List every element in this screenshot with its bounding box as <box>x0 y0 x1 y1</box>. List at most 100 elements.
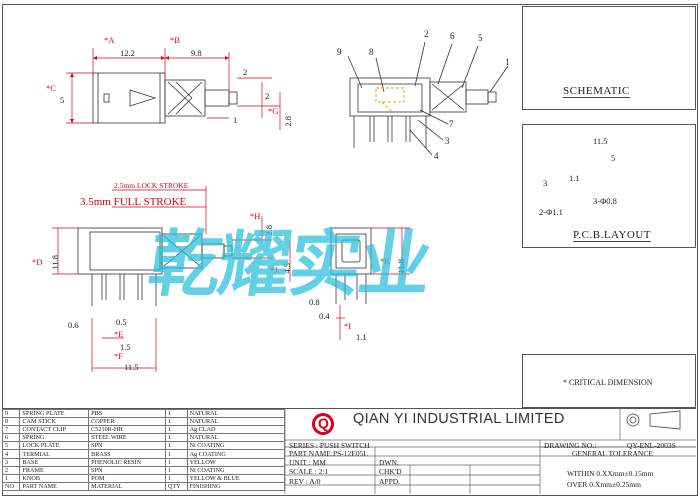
critical-note: * CRITICAL DIMENSION <box>563 378 653 387</box>
drawing-frame <box>2 4 698 496</box>
parts-cell-name: LOCK PLATE <box>19 441 90 451</box>
schematic-title: SCHEMATIC <box>563 85 630 98</box>
parts-cell-finish: YELLOW & BLUE <box>186 473 286 483</box>
parts-cell-qty: 1 <box>165 433 188 443</box>
parts-cell-material: MATERIAL <box>88 481 167 491</box>
dim-value: 2 <box>243 67 248 77</box>
tolerance-title: GENERAL TOLERANCE <box>572 449 653 458</box>
dwn-label: DWN. <box>379 458 399 467</box>
dim-value: 1.5 <box>120 342 131 352</box>
series: SERIES : PUSH SWITCH <box>289 441 370 450</box>
parts-cell-name: CAM STICK <box>19 417 90 427</box>
rev: REV : A/0 <box>289 477 321 486</box>
full-stroke-label: 3.5mm FULL STROKE <box>80 196 187 208</box>
parts-cell-finish: Ni COATING <box>186 441 286 451</box>
parts-cell-no: 1 <box>1 473 21 483</box>
dim-label: *G <box>268 106 279 116</box>
parts-cell-material: C5210R-HH <box>88 425 167 435</box>
dim-label: *I <box>344 321 352 331</box>
callout: 8 <box>369 47 374 57</box>
parts-cell-no: 5 <box>1 441 21 451</box>
tolerance-within: WITHIN 0.XXmm±0.15mm <box>567 469 654 478</box>
dim-value: 12.2 <box>120 48 135 58</box>
parts-cell-material: PBS <box>88 408 167 419</box>
chkd-label: CHK'D <box>379 467 402 476</box>
appd-label: APPD. <box>379 477 401 486</box>
schematic-panel: SCHEMATIC <box>522 6 696 110</box>
pcb-layout-title: P.C.B.LAYOUT <box>573 229 652 242</box>
critical-panel: * CRITICAL DIMENSION <box>522 354 696 408</box>
parts-cell-qty: 1 <box>165 408 188 419</box>
parts-cell-material: COPPER <box>88 417 167 427</box>
pcb-dim: 5 <box>611 153 616 163</box>
callout: 5 <box>478 33 483 43</box>
parts-cell-qty: 1 <box>165 425 188 435</box>
unit: UNIT : MM <box>289 458 326 467</box>
parts-cell-material: POM <box>88 473 167 483</box>
parts-cell-no: 7 <box>1 425 21 435</box>
dim-label: *E <box>114 329 124 339</box>
parts-cell-no: 3 <box>1 457 21 467</box>
callout: 9 <box>337 47 342 57</box>
parts-cell-finish: NATURAL <box>186 417 286 427</box>
pcb-dim: 3-Φ0.8 <box>593 196 617 206</box>
dim-value: 11.8 <box>50 254 61 270</box>
dim-value: 9.8 <box>191 48 202 58</box>
parts-cell-finish: NATURAL <box>186 408 286 419</box>
company-logo: Q <box>312 413 334 435</box>
parts-cell-name: KNOB <box>19 473 90 483</box>
parts-cell-no: 6 <box>1 433 21 443</box>
parts-cell-qty: 1 <box>165 417 188 427</box>
parts-cell-qty: 1 <box>165 441 188 451</box>
parts-cell-material: PHENOLIC RESIN <box>88 457 167 467</box>
dim-value: 0.6 <box>68 320 79 330</box>
callout: 4 <box>434 151 439 161</box>
parts-cell-qty: 1 <box>165 457 188 467</box>
parts-cell-finish: Ag CLAD <box>186 425 286 435</box>
callout: 6 <box>450 31 455 41</box>
parts-cell-name: CONTACT CLIP <box>19 425 90 435</box>
drawing-no: QY-ENL-2003S <box>627 441 676 450</box>
parts-cell-material: STEEL WIRE <box>88 433 167 443</box>
dim-label: *A <box>104 35 115 45</box>
dim-value: 0.4 <box>319 311 330 321</box>
dim-value: 1 <box>233 115 238 125</box>
parts-cell-name: SPRING PLATE <box>19 408 90 419</box>
parts-cell-name: SPRING <box>19 433 90 443</box>
pcb-dim: 2-Φ1.1 <box>539 207 563 217</box>
parts-cell-name: PART NAME <box>19 481 90 491</box>
parts-cell-name: BASE <box>19 457 90 467</box>
pcb-dim: 11.5 <box>593 136 608 146</box>
callout: 3 <box>445 136 450 146</box>
lock-stroke-label: 2.5mm LOCK STROKE <box>114 181 189 190</box>
pcb-dim: 1.1 <box>569 173 580 183</box>
parts-cell-finish: NATURAL <box>186 433 286 443</box>
parts-cell-finish: FINISHING <box>186 481 286 491</box>
part-name: PART NAME:PS-12E05L <box>289 449 368 458</box>
parts-cell-no: 2 <box>1 465 21 475</box>
dim-label: *D <box>32 257 43 267</box>
parts-cell-material: BRASS <box>88 449 167 459</box>
parts-cell-finish: Ni COATING <box>186 465 286 475</box>
parts-cell-material: SPN <box>88 441 167 451</box>
dim-label: *C <box>46 83 56 93</box>
dim-label: *F <box>114 351 123 361</box>
pcb-dim: 3 <box>543 178 548 188</box>
dim-value: 2 <box>265 91 270 101</box>
parts-cell-qty: QTY <box>165 481 188 491</box>
dim-value: 5 <box>60 95 65 105</box>
dim-label: *J <box>270 265 278 275</box>
tolerance-over: OVER 0.Xmm±0.25mm <box>567 480 641 489</box>
dim-value: 11.5 <box>124 362 139 372</box>
dim-value: 0.5 <box>116 317 127 327</box>
